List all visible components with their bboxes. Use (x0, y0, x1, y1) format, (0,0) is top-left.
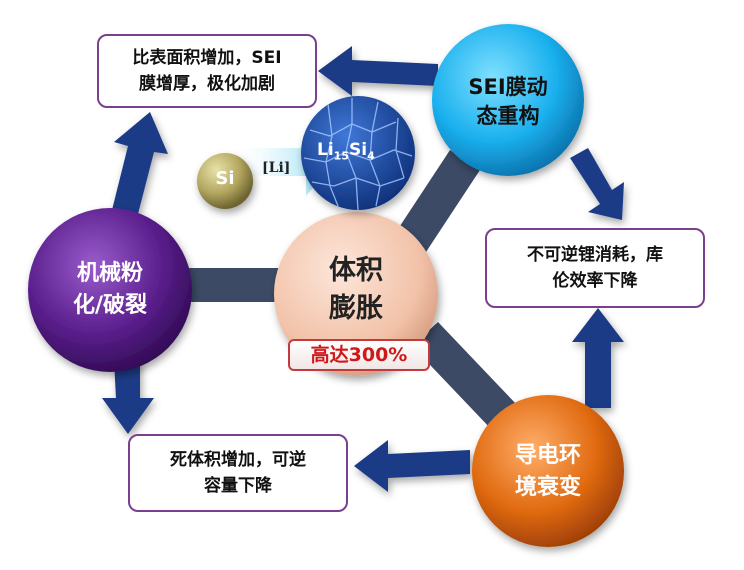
connectors (175, 150, 518, 430)
conductive-node (472, 395, 624, 547)
formula-si: Si (348, 140, 368, 160)
conductive-node-line1: 导电环 (514, 443, 581, 468)
sei-node-label: SEI膜动 态重构 (448, 72, 568, 132)
fracture-node-line1: 机械粉 (76, 261, 143, 286)
dead-volume-box: 死体积增加，可逆 容量下降 (128, 434, 348, 512)
arrow-sei-to-right-box (570, 148, 624, 220)
si-label: Si (215, 168, 235, 189)
center-label: 体积 膨胀 (300, 250, 412, 330)
arrow-conductive-to-right-box (572, 308, 624, 408)
li-arrow-label: [Li] (262, 160, 291, 176)
fracture-node (28, 208, 192, 372)
connector-to-sei (396, 150, 480, 252)
lisi-crack-pattern (303, 98, 413, 211)
sei-node-line2: 态重构 (476, 104, 540, 128)
si-lithiation-illustration (197, 96, 415, 211)
irreversible-li-line1: 不可逆锂消耗，库 (527, 245, 663, 265)
sei-thickening-line2: 膜增厚，极化加剧 (139, 74, 275, 94)
arrow-sei-to-box (318, 46, 438, 96)
lisi-formula: Li15Si4 (317, 140, 375, 162)
dead-volume-line2: 容量下降 (204, 476, 272, 496)
conductive-node-line2: 境衰变 (514, 475, 581, 500)
formula-li: Li (317, 140, 334, 160)
sei-node (432, 24, 584, 176)
center-line1: 体积 (329, 255, 383, 286)
arrow-conductive-to-bottom-box (354, 440, 470, 492)
center-line2: 膨胀 (329, 293, 383, 324)
connector-to-fracture (175, 268, 300, 302)
connector-to-conductive (412, 322, 518, 430)
fracture-node-line2: 化/破裂 (72, 293, 148, 318)
formula-sub-15: 15 (333, 149, 349, 163)
center-node (274, 212, 438, 376)
arrow-fracture-to-bottom-box (102, 360, 154, 434)
dead-volume-line1: 死体积增加，可逆 (170, 450, 306, 470)
si-particle (197, 153, 253, 209)
irreversible-li-box: 不可逆锂消耗，库 伦效率下降 (485, 228, 705, 308)
fracture-node-label: 机械粉 化/破裂 (50, 258, 170, 322)
flow-arrows (102, 46, 624, 492)
irreversible-li-line2: 伦效率下降 (552, 271, 638, 291)
sei-node-line1: SEI膜动 (468, 75, 548, 99)
sei-thickening-line1: 比表面积增加，SEI (132, 48, 282, 68)
sei-thickening-box: 比表面积增加，SEI 膜增厚，极化加剧 (97, 34, 317, 108)
conductive-node-label: 导电环 境衰变 (488, 440, 608, 504)
formula-sub-4: 4 (367, 149, 375, 163)
expansion-badge: 高达300% (288, 339, 430, 371)
arrow-fracture-to-top-box (112, 112, 168, 214)
